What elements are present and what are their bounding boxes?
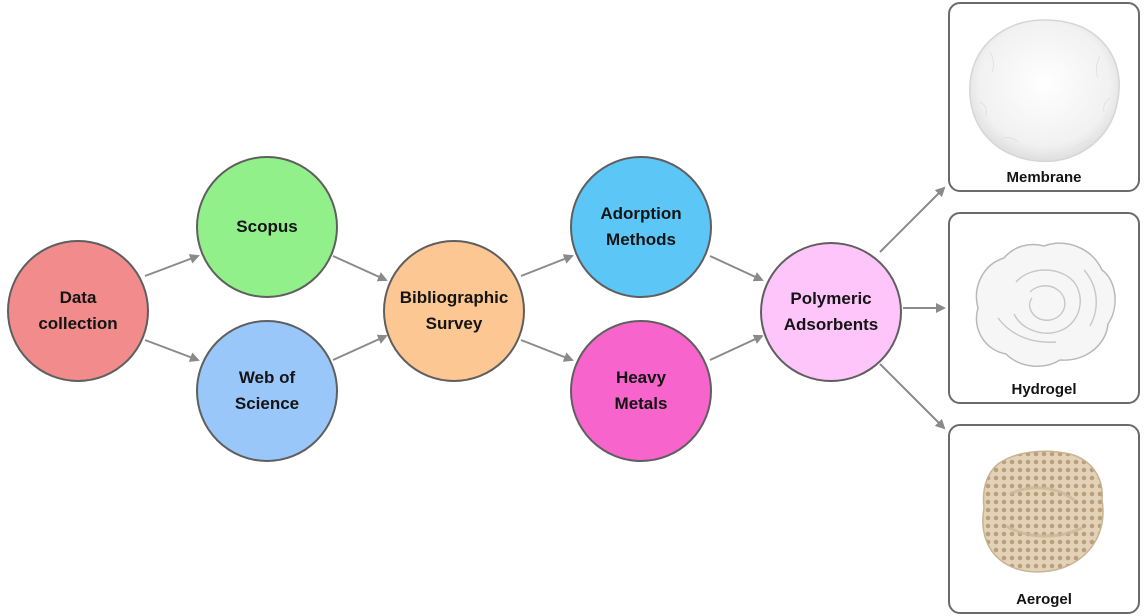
hydrogel-image xyxy=(975,242,1116,367)
card-caption: Hydrogel xyxy=(1011,381,1077,398)
node-bibliographic-survey: Bibliographic Survey xyxy=(383,240,525,382)
node-label: Polymeric Adsorbents xyxy=(783,289,879,334)
membrane-image xyxy=(969,19,1120,163)
card-membrane: Membrane xyxy=(948,2,1140,192)
node-label: Heavy Metals xyxy=(614,368,668,413)
card-aerogel: Aerogel xyxy=(948,424,1140,614)
node-label: Data collection xyxy=(38,288,118,333)
node-scopus: Scopus xyxy=(196,156,338,298)
card-caption: Aerogel xyxy=(1016,591,1072,608)
node-data-collection: Data collection xyxy=(7,240,149,382)
arrow-methods-to-polymeric xyxy=(709,255,764,282)
node-label: Bibliographic Survey xyxy=(399,288,509,333)
arrow-polymeric-to-membrane xyxy=(879,186,946,253)
arrow-metals-to-polymeric xyxy=(709,334,764,361)
arrow-survey-to-methods xyxy=(520,254,574,277)
node-polymeric-adsorbents: Polymeric Adsorbents xyxy=(760,242,902,382)
node-web-of-science: Web of Science xyxy=(196,320,338,462)
card-caption: Membrane xyxy=(1006,169,1082,186)
arrow-data-to-scopus xyxy=(144,254,200,277)
arrow-scopus-to-survey xyxy=(332,255,388,282)
arrow-survey-to-metals xyxy=(520,339,574,362)
arrow-data-to-wos xyxy=(144,339,200,362)
node-label: Scopus xyxy=(236,217,298,236)
card-hydrogel: Hydrogel xyxy=(948,212,1140,404)
arrow-polymeric-to-aerogel xyxy=(879,363,946,430)
node-adorption-methods: Adorption Methods xyxy=(570,156,712,298)
node-label: Web of Science xyxy=(234,368,300,413)
arrow-wos-to-survey xyxy=(332,334,388,361)
node-heavy-metals: Heavy Metals xyxy=(570,320,712,462)
aerogel-image xyxy=(982,450,1104,573)
node-label: Adorption Methods xyxy=(600,204,682,249)
